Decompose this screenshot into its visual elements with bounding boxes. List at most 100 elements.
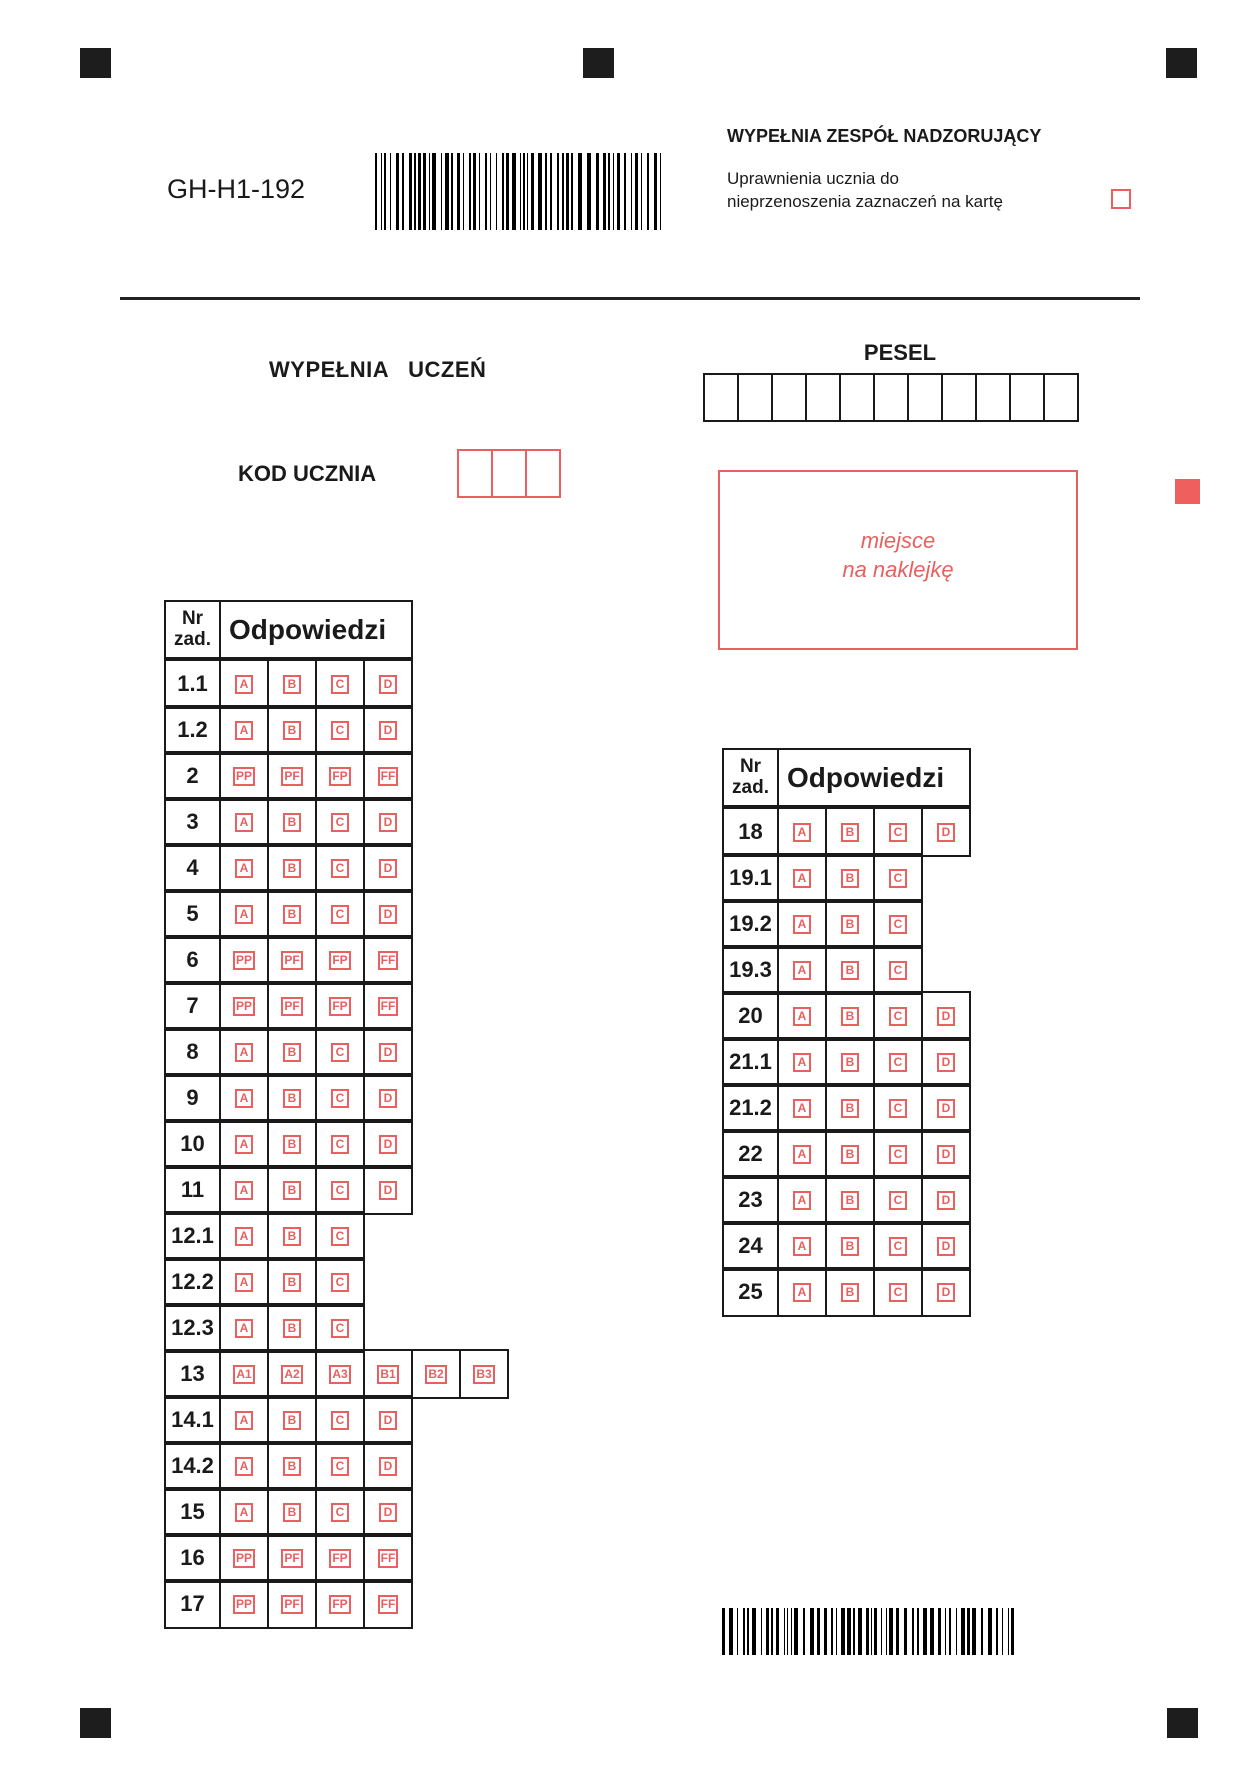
answer-cell[interactable]: A (777, 1037, 827, 1087)
answer-option-d[interactable]: D (379, 904, 397, 924)
answer-option-d[interactable]: D (379, 1456, 397, 1476)
answer-option-a[interactable]: A (793, 1282, 811, 1302)
pesel-digit-box[interactable] (805, 373, 841, 422)
answer-cell[interactable]: D (363, 1073, 413, 1123)
answer-cell[interactable]: B (267, 1395, 317, 1445)
answer-cell[interactable]: B (267, 1257, 317, 1307)
answer-option-d[interactable]: D (379, 1180, 397, 1200)
answer-option-c[interactable]: C (889, 1006, 907, 1026)
answer-cell[interactable]: C (873, 991, 923, 1041)
answer-cell[interactable]: C (315, 843, 365, 893)
answer-option-c[interactable]: C (331, 1456, 349, 1476)
answer-option-c[interactable]: C (889, 914, 907, 934)
answer-cell[interactable]: A (219, 843, 269, 893)
answer-option-a[interactable]: A (235, 812, 253, 832)
answer-cell[interactable]: PP (219, 1533, 269, 1583)
answer-option-b[interactable]: B (841, 1006, 859, 1026)
answer-option-c[interactable]: C (331, 1410, 349, 1430)
answer-cell[interactable]: A (219, 889, 269, 939)
pesel-digit-box[interactable] (975, 373, 1011, 422)
answer-cell[interactable]: D (363, 1441, 413, 1491)
answer-cell[interactable]: B (267, 843, 317, 893)
answer-cell[interactable]: B3 (459, 1349, 509, 1399)
answer-option-d[interactable]: D (379, 812, 397, 832)
answer-option-c[interactable]: C (331, 1502, 349, 1522)
answer-option-pf[interactable]: PF (281, 996, 303, 1016)
answer-option-d[interactable]: D (937, 1098, 955, 1118)
pesel-digit-box[interactable] (907, 373, 943, 422)
answer-cell[interactable]: B (267, 705, 317, 755)
answer-cell[interactable]: A (219, 1165, 269, 1215)
answer-option-b[interactable]: B (841, 1098, 859, 1118)
answer-option-d[interactable]: D (379, 674, 397, 694)
answer-option-c[interactable]: C (331, 720, 349, 740)
answer-cell[interactable]: A (219, 797, 269, 847)
permission-checkbox[interactable] (1111, 189, 1131, 209)
answer-option-ff[interactable]: FF (377, 1548, 399, 1568)
answer-cell[interactable]: B (267, 1487, 317, 1537)
answer-option-d[interactable]: D (379, 1042, 397, 1062)
answer-option-a[interactable]: A (235, 674, 253, 694)
answer-cell[interactable]: A (219, 1441, 269, 1491)
answer-cell[interactable]: C (315, 1487, 365, 1537)
answer-cell[interactable]: A (219, 659, 269, 709)
answer-option-ff[interactable]: FF (377, 996, 399, 1016)
answer-option-d[interactable]: D (937, 1144, 955, 1164)
answer-cell[interactable]: D (363, 1487, 413, 1537)
answer-option-b[interactable]: B (841, 822, 859, 842)
answer-option-b[interactable]: B (841, 914, 859, 934)
answer-option-a[interactable]: A (235, 904, 253, 924)
answer-cell[interactable]: A (219, 1487, 269, 1537)
answer-cell[interactable]: A (219, 1073, 269, 1123)
answer-cell[interactable]: C (873, 1175, 923, 1225)
answer-option-b[interactable]: B (283, 1410, 301, 1430)
answer-option-b[interactable]: B (841, 1052, 859, 1072)
answer-cell[interactable]: C (873, 807, 923, 857)
answer-option-c[interactable]: C (331, 674, 349, 694)
answer-cell[interactable]: A (219, 1257, 269, 1307)
answer-option-c[interactable]: C (889, 960, 907, 980)
answer-cell[interactable]: C (873, 1221, 923, 1271)
pesel-digit-box[interactable] (1043, 373, 1079, 422)
answer-cell[interactable]: C (315, 659, 365, 709)
answer-option-ff[interactable]: FF (377, 950, 399, 970)
student-code-digit-box[interactable] (491, 449, 527, 498)
answer-option-d[interactable]: D (379, 858, 397, 878)
answer-cell[interactable]: B (825, 1267, 875, 1317)
answer-cell[interactable]: C (873, 1083, 923, 1133)
answer-option-pf[interactable]: PF (281, 766, 303, 786)
answer-cell[interactable]: B (825, 1037, 875, 1087)
answer-option-c[interactable]: C (331, 1226, 349, 1246)
answer-option-b[interactable]: B (283, 1502, 301, 1522)
answer-option-a[interactable]: A (235, 720, 253, 740)
answer-cell[interactable]: A (777, 945, 827, 995)
answer-option-a[interactable]: A (235, 1410, 253, 1430)
answer-cell[interactable]: B (267, 797, 317, 847)
answer-option-d[interactable]: D (379, 1134, 397, 1154)
answer-option-a[interactable]: A (235, 1226, 253, 1246)
answer-option-b[interactable]: B (841, 1236, 859, 1256)
answer-option-b[interactable]: B (283, 1088, 301, 1108)
answer-cell[interactable]: FP (315, 935, 365, 985)
answer-cell[interactable]: D (363, 843, 413, 893)
answer-option-a[interactable]: A (235, 858, 253, 878)
answer-cell[interactable]: A (777, 1267, 827, 1317)
answer-option-b[interactable]: B (841, 868, 859, 888)
answer-option-d[interactable]: D (937, 822, 955, 842)
answer-option-a[interactable]: A (793, 1052, 811, 1072)
student-code-digit-box[interactable] (525, 449, 561, 498)
answer-option-fp[interactable]: FP (329, 1548, 351, 1568)
answer-option-pp[interactable]: PP (232, 766, 255, 786)
answer-cell[interactable]: A (777, 853, 827, 903)
answer-cell[interactable]: FF (363, 935, 413, 985)
answer-cell[interactable]: A (777, 1221, 827, 1271)
answer-cell[interactable]: A (219, 1211, 269, 1261)
answer-option-pp[interactable]: PP (232, 1594, 255, 1614)
answer-option-a[interactable]: A (235, 1088, 253, 1108)
answer-option-d[interactable]: D (379, 1088, 397, 1108)
answer-option-pp[interactable]: PP (232, 1548, 255, 1568)
answer-cell[interactable]: A (777, 1175, 827, 1225)
answer-option-c[interactable]: C (331, 904, 349, 924)
answer-option-pf[interactable]: PF (281, 1594, 303, 1614)
answer-cell[interactable]: D (363, 1119, 413, 1169)
